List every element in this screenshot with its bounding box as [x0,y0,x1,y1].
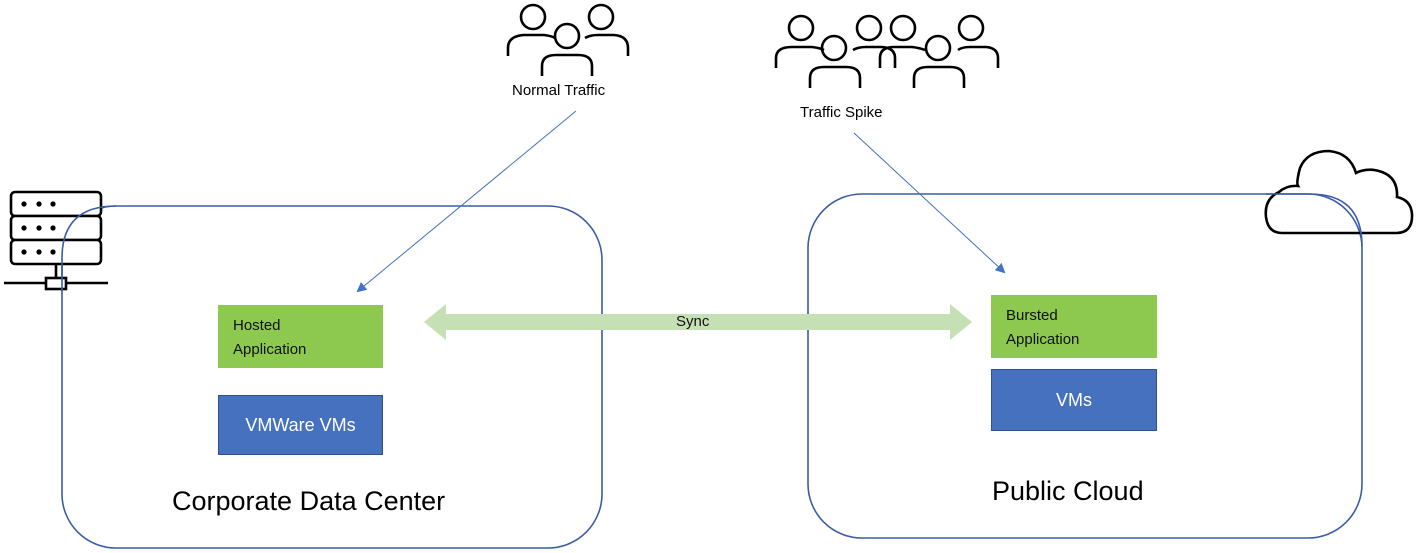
sync-arrow [424,304,972,340]
corporate-data-center-label: Corporate Data Center [172,486,446,516]
sync-label: Sync [676,313,710,330]
bursted-application-box: Bursted Application [991,295,1157,358]
normal-traffic-arrow [356,110,577,293]
hosted-application-line2: Application [233,341,307,358]
cloud-icon [1264,149,1414,235]
server-rack-icon [4,190,108,291]
public-cloud-container [807,193,1363,539]
hosted-application-box: Hosted Application [218,305,383,368]
bursted-application-line1: Bursted [1006,307,1058,324]
users-crowd-icon [774,14,1000,88]
traffic-spike-label: Traffic Spike [800,104,883,121]
corporate-data-center-container [61,205,603,549]
users-group-icon [506,3,630,76]
bursted-application-line2: Application [1006,331,1080,348]
cloud-vms-label: VMs [1056,389,1092,410]
normal-traffic-label: Normal Traffic [512,82,606,99]
hosted-application-line1: Hosted [233,317,281,334]
vmware-vms-box: VMWare VMs [218,395,383,455]
public-cloud-label: Public Cloud [992,476,1144,506]
traffic-spike-arrow [853,132,1006,274]
cloud-vms-box: VMs [991,369,1157,431]
vmware-vms-label: VMWare VMs [245,414,356,435]
